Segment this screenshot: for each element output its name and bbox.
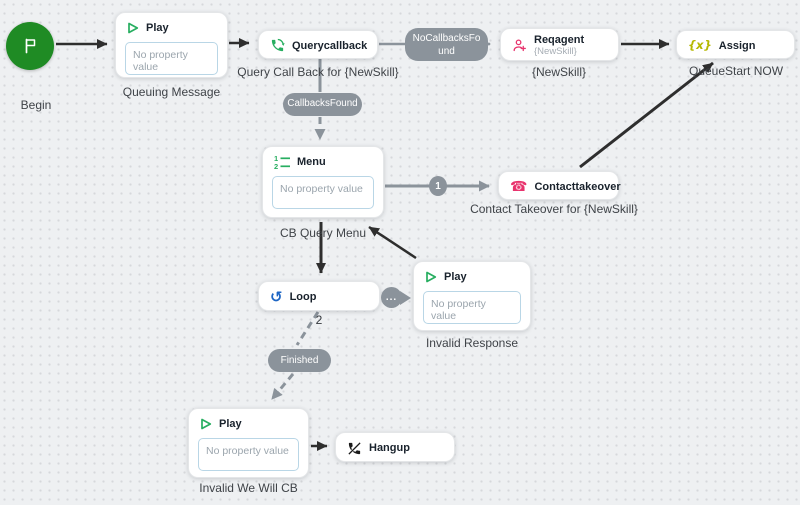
node-play-invalid-response[interactable]: Play No property value (413, 261, 531, 331)
node-subtitle: {NewSkill} (534, 45, 577, 57)
node-title: Play (444, 270, 467, 283)
node-assign[interactable]: {x} Assign (676, 30, 795, 59)
numbered-menu-icon: 1 2 (274, 154, 290, 170)
node-caption: Contact Takeover for {NewSkill} (470, 202, 638, 216)
node-play-invalid-we-will-cb[interactable]: Play No property value (188, 408, 309, 478)
node-hangup[interactable]: Hangup (335, 432, 455, 462)
svg-text:1: 1 (274, 154, 278, 163)
node-caption: CB Query Menu (279, 226, 367, 240)
node-play-queuing-message[interactable]: Play No property value (115, 12, 228, 78)
node-menu[interactable]: 1 2 Menu No property value (262, 146, 384, 218)
edge-invalidresponse-to-menu[interactable] (368, 225, 417, 260)
play-icon (425, 271, 437, 283)
callback-phone-icon (270, 38, 285, 53)
takeover-phone-icon: ☎ (510, 178, 528, 195)
node-caption: QueueStart NOW (688, 64, 784, 78)
play-icon (127, 22, 139, 34)
node-caption: Invalid Response (425, 336, 519, 350)
edge-label-nocallbacksfound[interactable]: NoCallbacksFound (405, 28, 488, 61)
svg-text:2: 2 (274, 162, 278, 170)
node-title: Play (146, 21, 169, 34)
loop-icon: ↺ (270, 287, 283, 306)
node-title: Reqagent (534, 34, 585, 47)
node-caption: Queuing Message (122, 85, 221, 99)
node-caption-begin: Begin (20, 98, 52, 112)
node-reqagent[interactable]: Reqagent {NewSkill} (500, 28, 619, 61)
edge-label-finished[interactable]: Finished (268, 349, 331, 372)
agent-add-icon (512, 38, 527, 53)
node-begin[interactable]: Begin (6, 22, 54, 112)
node-title: Assign (718, 39, 756, 52)
node-title: Loop (289, 291, 317, 303)
hangup-phone-icon (347, 441, 362, 456)
node-caption: {NewSkill} (531, 65, 587, 79)
assign-braces-icon: {x} (688, 37, 712, 52)
edge-label-option-1[interactable]: 1 (429, 176, 447, 196)
play-icon (200, 418, 212, 430)
edge-contacttakeover-to-assign[interactable] (579, 61, 714, 169)
property-value-box[interactable]: No property value (272, 176, 374, 209)
edge-label-loop-count[interactable]: 2 (315, 313, 323, 327)
node-title: Contacttakeover (534, 180, 621, 193)
node-title: Hangup (369, 442, 410, 454)
node-title: Play (219, 417, 242, 430)
node-querycallback[interactable]: Querycallback (258, 30, 378, 59)
node-caption: Invalid We Will CB (199, 481, 298, 495)
node-title: Querycallback (292, 39, 368, 52)
property-value-box[interactable]: No property value (423, 291, 521, 324)
edge-loop-to-finished[interactable] (295, 311, 320, 346)
property-value-box[interactable]: No property value (125, 42, 218, 75)
node-title: Menu (297, 155, 326, 168)
edge-finished-to-play[interactable] (270, 373, 295, 400)
edge-label-ellipsis[interactable]: ... (381, 287, 411, 308)
begin-flag-icon (20, 36, 40, 56)
edge-label-callbacksfound[interactable]: CallbacksFound (283, 93, 362, 116)
node-loop[interactable]: ↺ Loop (258, 281, 380, 311)
node-caption: Query Call Back for {NewSkill} (237, 65, 399, 79)
node-contacttakeover[interactable]: ☎ Contacttakeover (498, 171, 621, 200)
property-value-box[interactable]: No property value (198, 438, 299, 471)
